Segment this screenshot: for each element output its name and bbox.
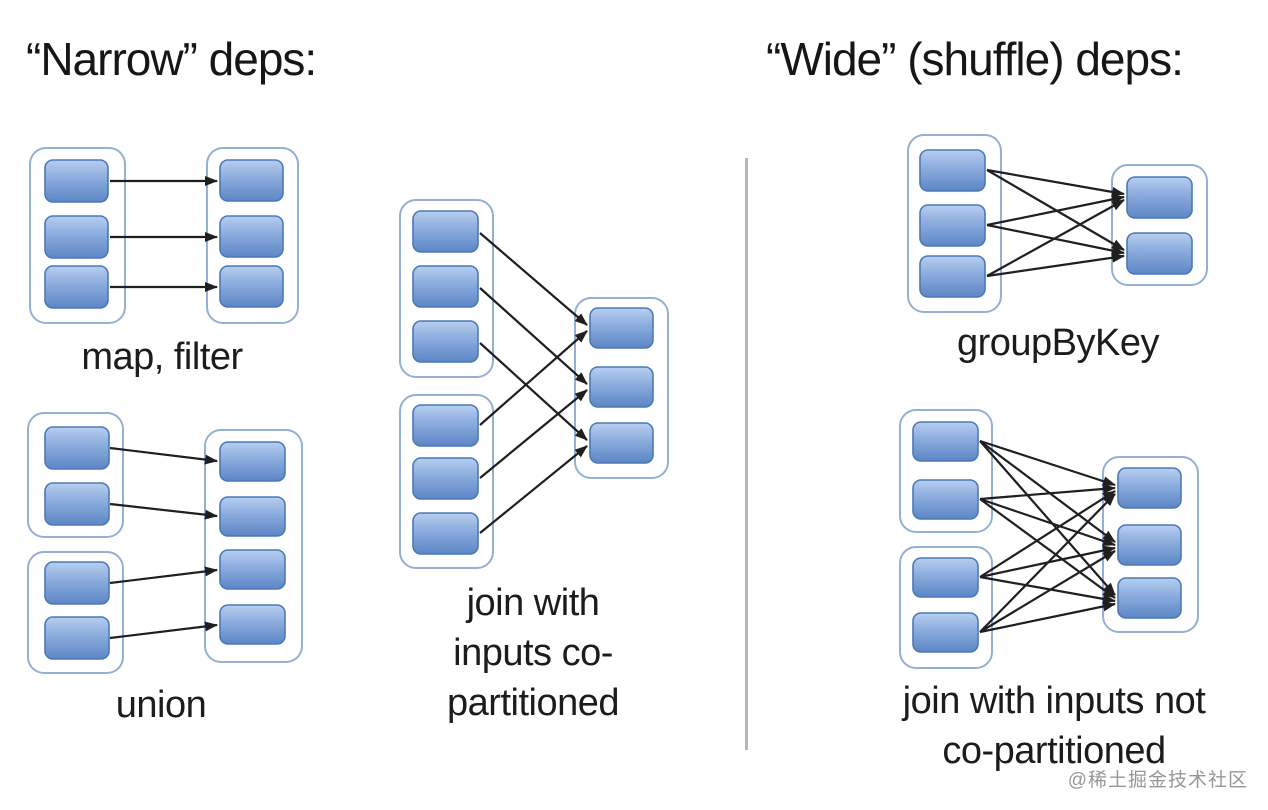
partition-box — [919, 149, 986, 192]
dependency-arrow — [979, 490, 1116, 578]
dependency-arrow — [109, 446, 218, 465]
label-line: union — [115, 684, 207, 726]
partition-box — [219, 549, 286, 590]
partition-box — [44, 215, 109, 259]
label-group-by-key: groupByKey — [956, 318, 1160, 368]
diagram-union — [27, 412, 303, 674]
partition-box — [1117, 467, 1182, 509]
partition-box — [412, 457, 479, 500]
partition-box — [44, 265, 109, 309]
dependency-arrow — [109, 502, 218, 520]
dependency-arrow — [479, 330, 588, 426]
partition-box — [44, 561, 110, 605]
label-map-filter: map, filter — [81, 332, 243, 382]
partition-box — [219, 496, 286, 537]
dependency-arrow — [986, 168, 1125, 197]
dependency-arrow — [986, 194, 1125, 227]
partition-box — [912, 612, 979, 653]
dependency-arrow — [979, 497, 1116, 547]
diagram-map-filter — [29, 147, 299, 324]
narrow-deps-title: “Narrow” deps: — [26, 33, 317, 85]
partition-box — [412, 265, 479, 308]
dependency-arrow — [479, 342, 588, 441]
dependency-arrow — [479, 232, 588, 326]
partition-box — [219, 441, 286, 482]
label-line: join with inputs not — [902, 680, 1206, 722]
label-line: inputs co- — [453, 632, 613, 675]
label-union: union — [115, 680, 207, 730]
partition-box — [412, 404, 479, 447]
watermark: @稀土掘金技术社区 — [1067, 770, 1248, 791]
partition-box — [412, 210, 479, 253]
label-line: partitioned — [447, 682, 619, 725]
label-join-co-partitioned: join with inputs co- partitioned — [447, 578, 619, 728]
partition-box — [219, 159, 284, 202]
dependency-arrow — [986, 199, 1125, 277]
partition-box — [1126, 176, 1193, 219]
partition-box — [1126, 232, 1193, 275]
section-divider — [745, 158, 748, 750]
partition-box — [919, 204, 986, 247]
partition-box — [219, 215, 284, 258]
label-line: co-partitioned — [942, 730, 1166, 773]
dependency-arrow — [979, 498, 1116, 599]
dependency-arrow — [479, 389, 588, 479]
partition-box — [44, 616, 110, 660]
dependency-arrow — [979, 440, 1116, 543]
dependency-arrow — [109, 566, 218, 585]
partition-box — [219, 265, 284, 308]
rdd-container — [204, 429, 303, 663]
partition-box — [44, 426, 110, 470]
partition-box — [912, 421, 979, 462]
partition-box — [44, 159, 109, 203]
partition-box — [912, 479, 979, 520]
partition-box — [912, 557, 979, 598]
dependency-arrow — [979, 440, 1116, 596]
wide-deps-title: “Wide” (shuffle) deps: — [766, 33, 1184, 85]
partition-box — [589, 422, 654, 464]
partition-box — [412, 512, 479, 555]
partition-box — [219, 604, 286, 645]
partition-box — [589, 366, 654, 408]
dependency-arrow — [979, 601, 1116, 634]
label-line: groupByKey — [956, 322, 1160, 364]
label-line: map, filter — [81, 336, 243, 378]
dependency-arrow — [979, 493, 1116, 633]
dependency-arrow — [479, 445, 588, 534]
partition-box — [589, 307, 654, 349]
dependency-arrow — [986, 252, 1125, 278]
diagram-group-by-key — [907, 134, 1208, 313]
partition-box — [1117, 577, 1182, 619]
dependency-arrow — [109, 621, 218, 640]
label-join-not-co-partitioned: join with inputs not co-partitioned — [903, 676, 1206, 776]
dependency-arrow — [979, 483, 1116, 501]
dependency-arrow — [979, 439, 1116, 487]
dependency-arrow — [979, 575, 1116, 604]
partition-box — [44, 482, 110, 526]
diagram-join-not-co — [899, 409, 1199, 669]
partition-box — [919, 255, 986, 298]
partition-box — [1117, 524, 1182, 566]
dependency-arrow — [479, 287, 588, 385]
partition-box — [412, 320, 479, 363]
diagram-join-co — [399, 199, 669, 569]
label-line: join with — [466, 582, 600, 624]
dependency-arrow — [979, 550, 1116, 633]
